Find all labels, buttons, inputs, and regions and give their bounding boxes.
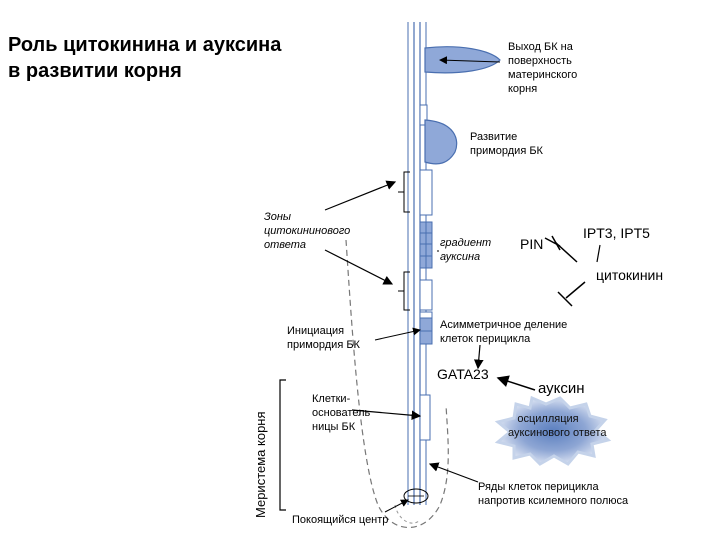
label-primordium-development: Развитие примордия БК (470, 131, 543, 157)
label-primordium-initiation: Инициация примордия БК (287, 325, 360, 351)
label-pericycle-rows: Ряды клеток перицикла напротив ксилемног… (478, 481, 629, 507)
arrow-asym-to-gata (473, 344, 484, 370)
root-tip-outline (345, 239, 449, 529)
meristem-bracket (279, 379, 286, 511)
primordium-development (424, 119, 458, 165)
label-cytokinin-zones: Зоны цитокининового ответа (264, 211, 351, 251)
label-cytokinin: цитокинин (596, 267, 664, 283)
inhibition-ipt-cytokinin (596, 244, 601, 263)
arrow-founder (351, 409, 422, 421)
label-auxin-oscillation: осцилляция ауксинового ответа (508, 413, 607, 439)
label-asymmetric-division: Асимметричное деление клеток перицикла (440, 319, 568, 345)
bracket-upper (398, 171, 410, 213)
inhibition-cytokinin (565, 281, 586, 299)
label-auxin-gradient: градиент ауксина (440, 237, 492, 263)
title-line-1: Роль цитокинина и ауксина (8, 34, 282, 56)
arrow-auxin-gata (496, 375, 536, 391)
label-founder-cells: Клетки- основатель ницы БК (312, 393, 371, 433)
quiescent-center-ellipse (403, 488, 429, 504)
cell-box (419, 394, 431, 441)
cell-box (419, 169, 433, 216)
arrow-rows (428, 462, 479, 483)
arrow-initiation (374, 327, 421, 341)
label-ipt: IPT3, IPT5 (583, 225, 650, 241)
title-line-2: в развитии корня (8, 60, 182, 82)
label-meristem: Меристема корня (253, 411, 268, 518)
arrow-zones-upper (324, 180, 397, 211)
label-gata23: GATA23 (437, 366, 489, 382)
label-lr-emergence: Выход БК на поверхность материнского кор… (508, 41, 578, 95)
cell-box (419, 104, 428, 126)
arrow-qc (384, 499, 409, 513)
inhibition-pin (544, 237, 578, 263)
arrow-zones-lower (324, 249, 394, 285)
label-auxin: ауксин (538, 380, 585, 397)
page-title: Роль цитокинина и ауксина в развитии кор… (8, 32, 281, 84)
label-quiescent-center: Покоящийся центр (292, 514, 389, 526)
arrow-emergence (439, 56, 501, 65)
cell-box (419, 279, 433, 311)
root-tip-inner-outline (394, 504, 421, 524)
auxin-oscillation-burst (494, 395, 612, 466)
lateral-root-emergence (424, 46, 501, 74)
label-pin: PIN (520, 236, 544, 252)
bracket-lower (398, 271, 410, 311)
